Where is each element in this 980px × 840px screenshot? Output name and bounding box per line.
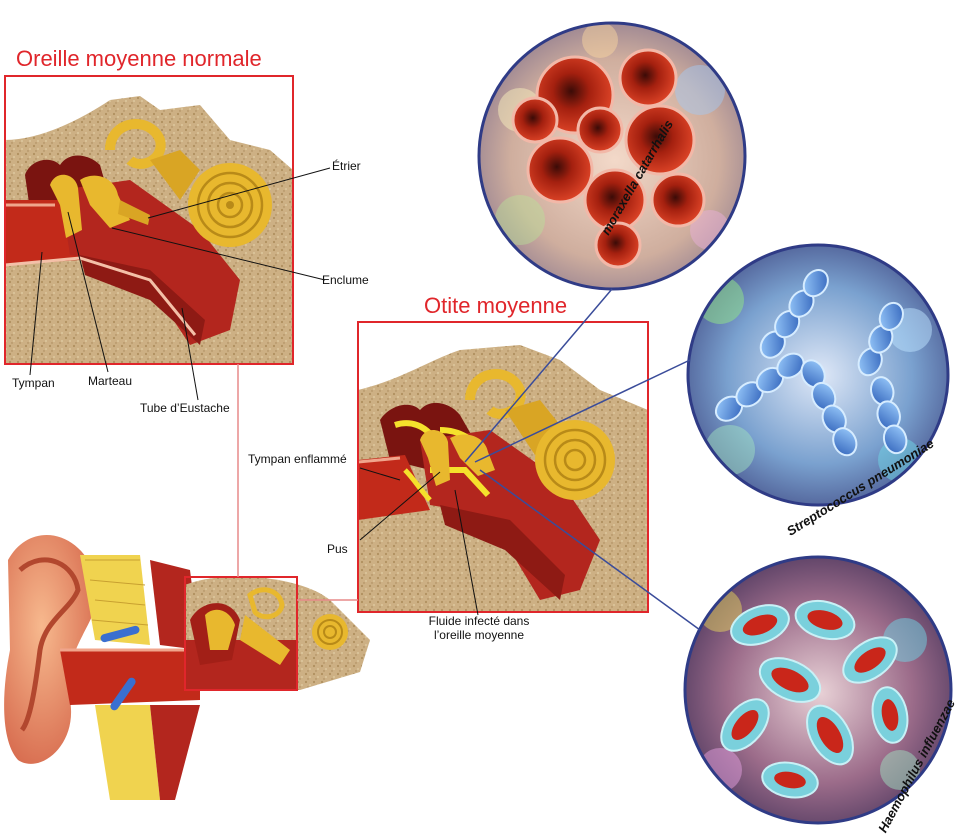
label-fluide-line2: l’oreille moyenne — [433, 628, 525, 642]
label-etrier: Étrier — [332, 159, 361, 173]
label-marteau: Marteau — [88, 374, 133, 388]
connector-moraxella — [464, 288, 613, 463]
label-enclume: Enclume — [322, 273, 369, 287]
normal-ear-frame — [4, 75, 294, 365]
label-tympan: Tympan — [12, 376, 55, 390]
outer-ear-illustration — [4, 534, 370, 800]
moraxella-magnification — [477, 21, 747, 291]
otitis-middle-ear-illustration — [358, 322, 648, 612]
otitis-ear-frame — [357, 321, 649, 613]
normal-ear-title: Oreille moyenne normale — [16, 46, 262, 71]
connector-haemophilus — [479, 469, 701, 631]
label-fluide-line1: Fluide infecté dans — [428, 614, 530, 628]
zoom-box — [184, 576, 298, 691]
label-pus: Pus — [327, 542, 348, 556]
haemophilus-magnification — [683, 555, 953, 825]
label-tympan-enflamme: Tympan enflammé — [248, 452, 347, 466]
connector-streptococcus — [474, 359, 691, 463]
streptococcus-magnification — [686, 243, 950, 507]
otitis-leader-lines — [359, 467, 479, 616]
label-fluide-infecte: Fluide infecté dans l’oreille moyenne — [414, 614, 544, 642]
normal-leader-lines — [29, 167, 331, 401]
normal-middle-ear-illustration — [5, 76, 293, 364]
otitis-title: Otite moyenne — [424, 293, 568, 318]
label-tube-eustache: Tube d’Eustache — [140, 401, 230, 415]
